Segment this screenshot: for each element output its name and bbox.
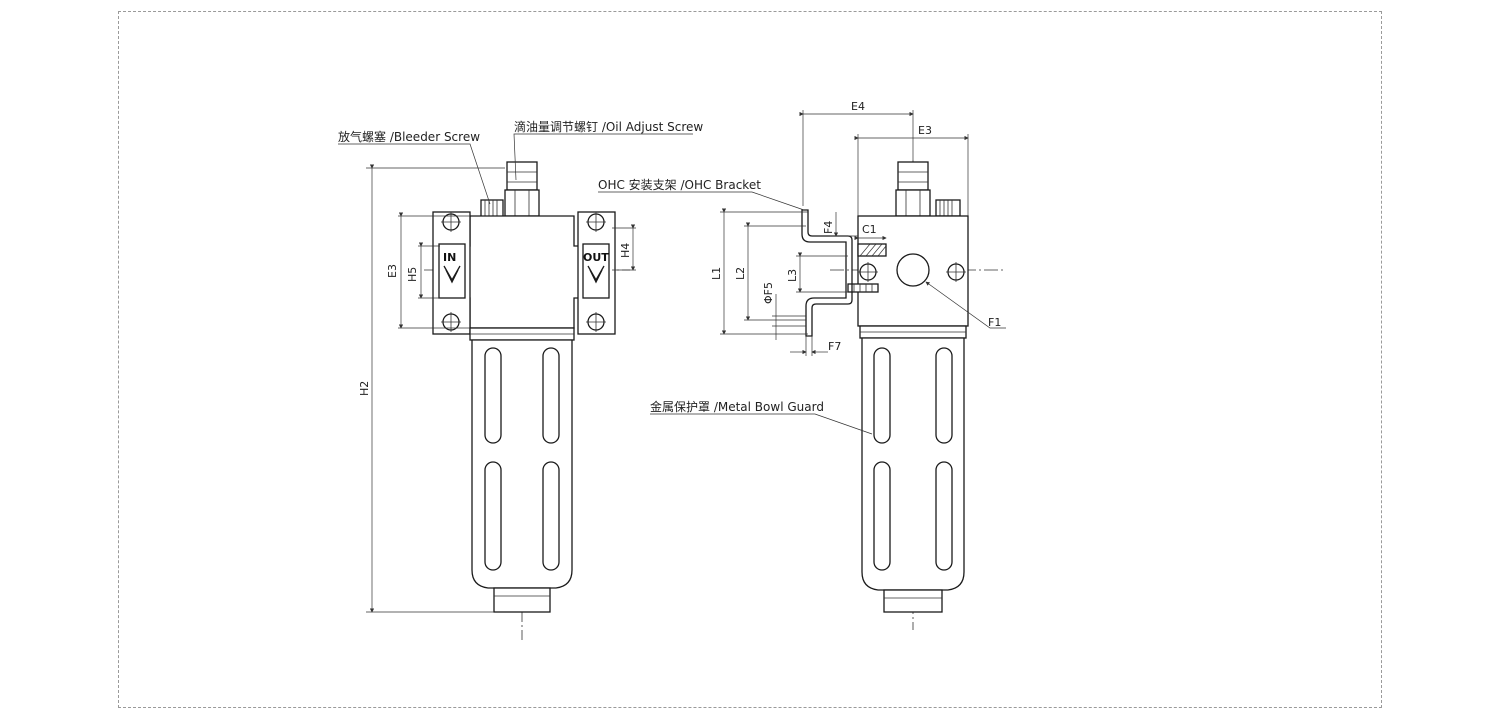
metal-bowl-guard-label: 金属保护罩 /Metal Bowl Guard (650, 399, 824, 414)
body-block (463, 215, 581, 329)
dim-l1: L1 (710, 267, 723, 280)
dim-phi-f5: ΦF5 (762, 282, 775, 304)
dim-e4: E4 (851, 100, 865, 113)
drawing-frame (118, 11, 1382, 708)
metal-bowl-guard-side (861, 337, 965, 591)
bleeder-screw-label: 放气螺塞 /Bleeder Screw (338, 129, 480, 144)
dim-h4: H4 (619, 243, 632, 258)
in-port-window (438, 243, 466, 299)
out-port-window (582, 243, 610, 299)
dim-e3-left: E3 (386, 264, 399, 278)
bleeder-screw (480, 199, 504, 219)
side-view: E4 E3 F4 C1 L1 L2 L3 ΦF5 (598, 100, 1006, 630)
out-port-label: OUT (583, 251, 609, 264)
ohc-bracket-label: OHC 安装支架 /OHC Bracket (598, 177, 761, 192)
metal-bowl-guard-front (471, 339, 573, 589)
dim-l3: L3 (786, 269, 799, 282)
oil-adjust-screw-label: 滴油量调节螺钉 /Oil Adjust Screw (514, 119, 703, 134)
dim-f7: F7 (828, 340, 841, 353)
oil-adjust-screw-cap (506, 161, 538, 191)
dim-h2: H2 (358, 381, 371, 396)
dim-e3-right: E3 (918, 124, 932, 137)
front-view: IN OUT E3 H5 (338, 119, 703, 640)
dim-c1: C1 (862, 223, 877, 236)
drain-valve (493, 587, 551, 613)
dim-f1: F1 (988, 316, 1001, 329)
dim-l2: L2 (734, 267, 747, 280)
dim-f4: F4 (822, 221, 835, 234)
in-port-label: IN (443, 251, 456, 264)
dim-h5: H5 (406, 267, 419, 282)
port-circle (896, 253, 930, 287)
